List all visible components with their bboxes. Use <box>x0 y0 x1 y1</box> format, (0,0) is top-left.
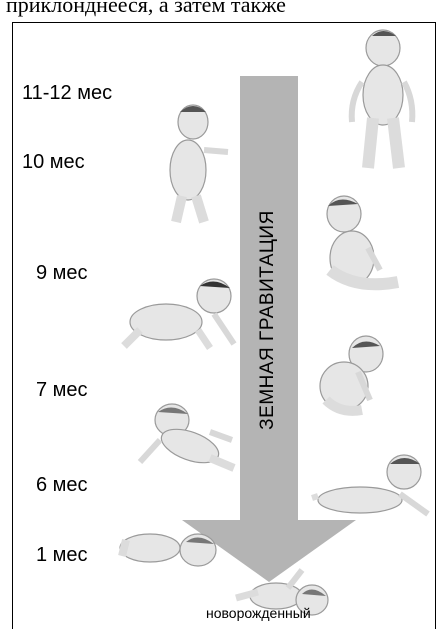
baby-sitting-6m <box>320 336 383 411</box>
baby-crawling-7m <box>124 279 234 348</box>
baby-standing-10m <box>170 105 228 222</box>
age-label-10: 10 мес <box>22 151 85 174</box>
arrow-label-wrap: ЗЕМНАЯ ГРАВИТАЦИЯ <box>248 170 288 470</box>
age-label-6: 6 мес <box>36 474 88 497</box>
baby-rolling-6m <box>140 404 234 469</box>
age-label-9: 9 мес <box>36 262 88 285</box>
newborn-caption: новорожденный <box>206 605 311 621</box>
arrow-label: ЗЕМНАЯ ГРАВИТАЦИЯ <box>257 210 279 430</box>
age-label-7: 7 мес <box>36 379 88 402</box>
baby-lying-1m <box>120 534 216 566</box>
baby-standing-12m <box>352 30 413 168</box>
baby-tummy-6m <box>312 455 428 514</box>
age-label-1: 1 мес <box>36 544 88 567</box>
baby-sitting-9m <box>327 196 398 285</box>
age-label-11-12: 11-12 мес <box>22 82 112 105</box>
